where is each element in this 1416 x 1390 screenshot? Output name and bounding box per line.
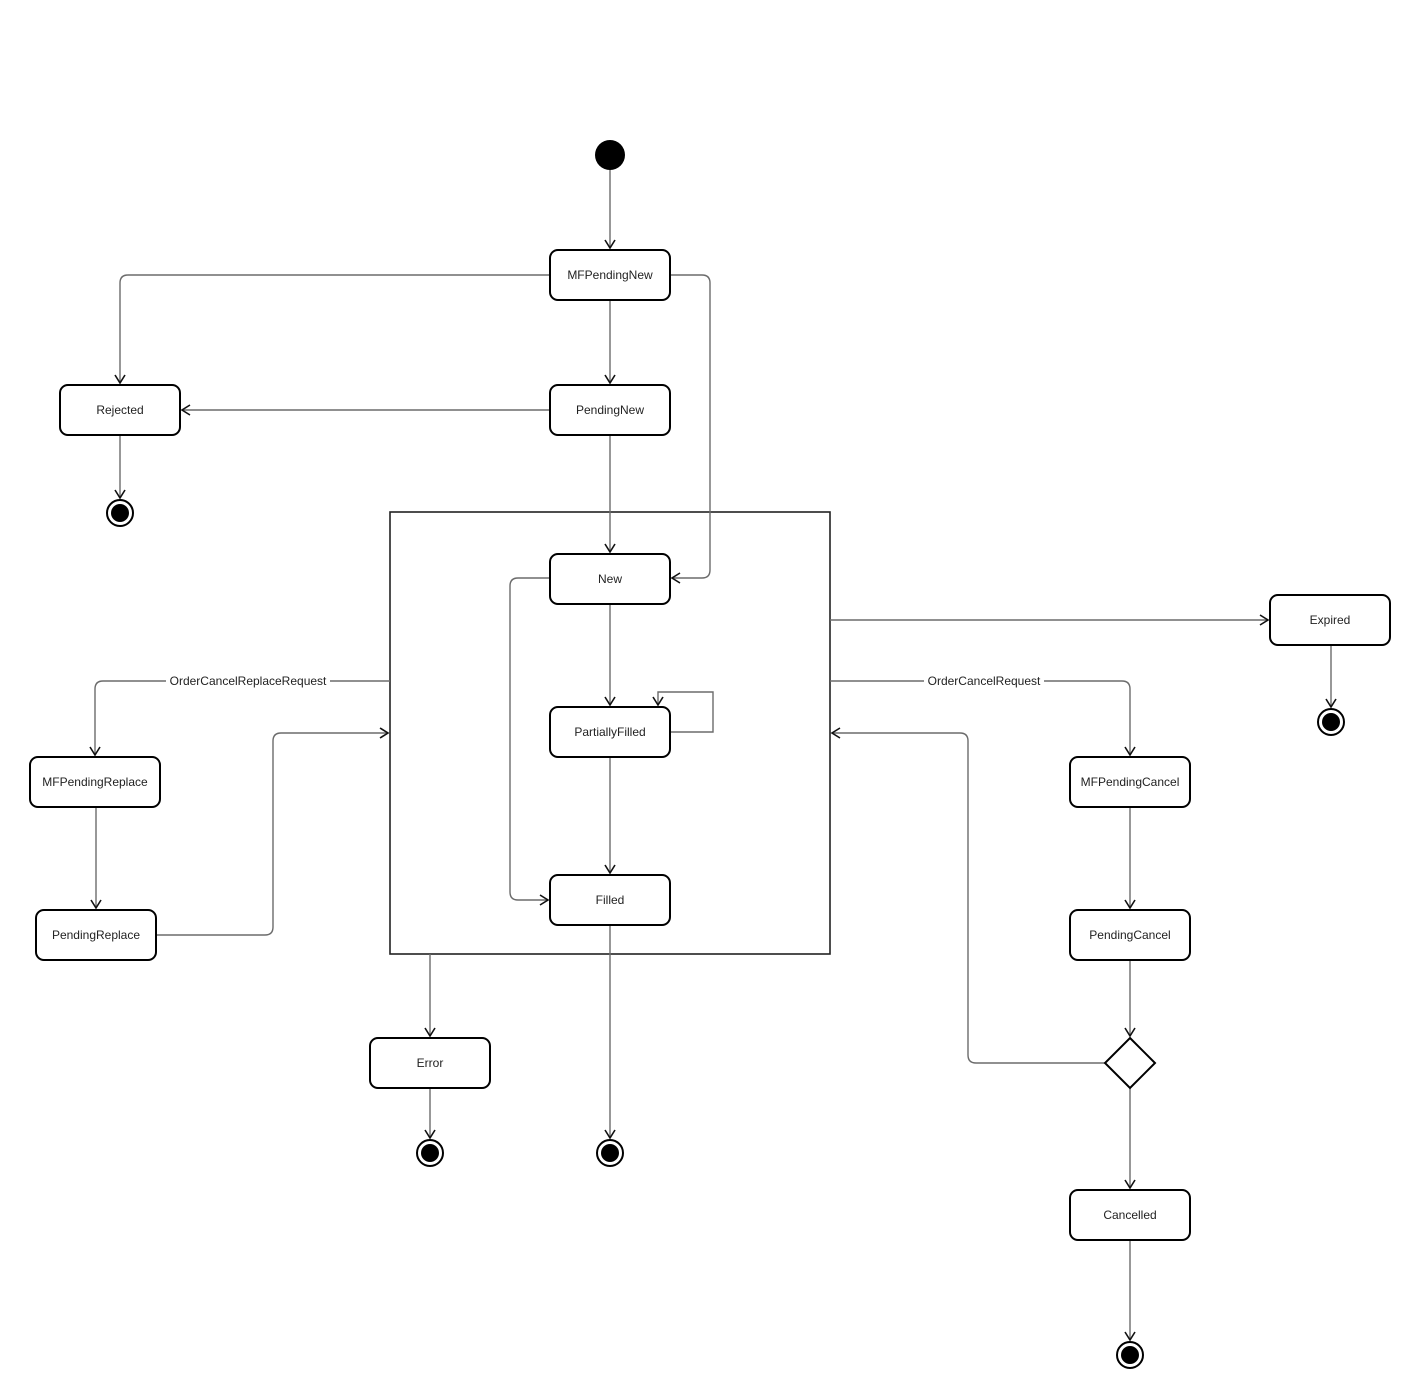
state-cancelled[interactable]: Cancelled xyxy=(1069,1189,1191,1241)
state-pendingnew[interactable]: PendingNew xyxy=(549,384,671,436)
final-state xyxy=(416,1139,444,1167)
state-label: PendingReplace xyxy=(52,928,140,942)
state-mfpendingcancel[interactable]: MFPendingCancel xyxy=(1069,756,1191,808)
final-state xyxy=(1116,1341,1144,1369)
state-new[interactable]: New xyxy=(549,553,671,605)
state-label: PendingNew xyxy=(576,403,644,417)
final-state xyxy=(1317,708,1345,736)
state-pendingreplace[interactable]: PendingReplace xyxy=(35,909,157,961)
edge-container-mfpendingcancel xyxy=(830,680,1136,757)
edge-container-mfpendingreplace xyxy=(89,680,390,757)
state-label: Cancelled xyxy=(1103,1208,1156,1222)
state-error[interactable]: Error xyxy=(369,1037,491,1089)
state-pendingcancel[interactable]: PendingCancel xyxy=(1069,909,1191,961)
transitions xyxy=(89,170,1337,1342)
decision-node xyxy=(1103,1036,1157,1090)
state-label: MFPendingCancel xyxy=(1081,775,1180,789)
edge-label-cancel: OrderCancelRequest xyxy=(928,674,1041,688)
edge-partiallyfilled-self xyxy=(652,691,714,733)
state-expired[interactable]: Expired xyxy=(1269,594,1391,646)
state-partiallyfilled[interactable]: PartiallyFilled xyxy=(549,706,671,758)
state-mfpendingnew[interactable]: MFPendingNew xyxy=(549,249,671,301)
final-state xyxy=(596,1139,624,1167)
state-label: PendingCancel xyxy=(1089,928,1170,942)
edge-decision-container xyxy=(830,727,1105,1064)
state-label: Filled xyxy=(596,893,625,907)
state-label: PartiallyFilled xyxy=(574,725,645,739)
state-label: Rejected xyxy=(96,403,143,417)
state-label: Expired xyxy=(1310,613,1351,627)
state-label: MFPendingNew xyxy=(567,268,653,282)
edge-mfpendingnew-new xyxy=(670,274,711,584)
state-rejected[interactable]: Rejected xyxy=(59,384,181,436)
edge-pendingreplace-container xyxy=(156,727,390,936)
state-label: MFPendingReplace xyxy=(42,775,148,789)
state-filled[interactable]: Filled xyxy=(549,874,671,926)
state-label: New xyxy=(598,572,622,586)
edge-label-cancel-replace: OrderCancelReplaceRequest xyxy=(170,674,327,688)
edge-mfpendingnew-rejected xyxy=(114,274,550,385)
edge-new-filled xyxy=(509,577,550,906)
final-state xyxy=(106,499,134,527)
initial-state xyxy=(595,140,625,170)
state-mfpendingreplace[interactable]: MFPendingReplace xyxy=(29,756,161,808)
state-label: Error xyxy=(417,1056,444,1070)
